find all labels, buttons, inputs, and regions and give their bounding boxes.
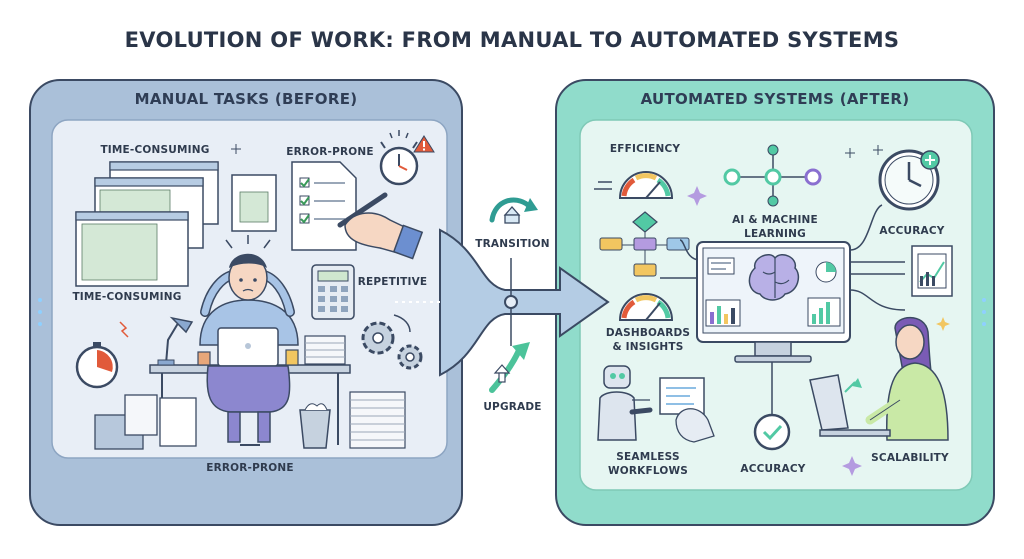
dashboard-gauge-icon bbox=[618, 293, 674, 321]
robot-icon bbox=[597, 365, 653, 441]
desk-lamp-icon bbox=[157, 316, 194, 366]
page-title: EVOLUTION OF WORK: FROM MANUAL TO AUTOMA… bbox=[124, 28, 900, 52]
paper-stack-icon bbox=[304, 335, 346, 365]
label-dashboards-line1: DASHBOARDS bbox=[605, 327, 691, 339]
workflow-document-icon bbox=[632, 377, 715, 443]
label-accuracy-top: ACCURACY bbox=[879, 225, 945, 237]
right-panel-heading: AUTOMATED SYSTEMS (AFTER) bbox=[640, 90, 910, 108]
hand-pen-icon bbox=[337, 192, 424, 260]
report-chart-icon bbox=[911, 245, 953, 297]
transition-arrow bbox=[395, 228, 610, 377]
label-error-prone-top: ERROR-PRONE bbox=[286, 146, 374, 158]
label-error-prone-bottom: ERROR-PRONE bbox=[206, 462, 294, 474]
checkmark-badge-icon bbox=[753, 362, 791, 451]
connector-lines bbox=[660, 204, 906, 311]
label-scalability: SCALABILITY bbox=[871, 452, 949, 464]
paper-pile-icon bbox=[349, 391, 406, 449]
sparkle-icon bbox=[231, 144, 241, 154]
trash-bin-icon bbox=[299, 403, 331, 449]
warning-icon bbox=[413, 135, 435, 153]
label-accuracy-bottom: ACCURACY bbox=[740, 463, 806, 475]
happy-worker-illustration bbox=[809, 316, 949, 441]
calculator-icon bbox=[311, 264, 355, 320]
stopwatch-icon bbox=[75, 321, 129, 389]
label-time-consuming-top: TIME-CONSUMING bbox=[100, 144, 210, 156]
document-icon bbox=[231, 174, 277, 232]
left-panel-heading: MANUAL TASKS (BEFORE) bbox=[134, 90, 358, 108]
file-boxes-icon bbox=[94, 394, 197, 450]
label-ai-machine-learning: AI & MACHINE LEARNING bbox=[732, 214, 818, 240]
flowchart-icon bbox=[599, 211, 690, 277]
label-efficiency: EFFICIENCY bbox=[609, 143, 681, 155]
cycle-icon bbox=[489, 197, 538, 224]
checklist-icon bbox=[291, 161, 357, 251]
efficiency-gauge-icon bbox=[594, 171, 674, 199]
desk-illustration bbox=[149, 327, 351, 446]
label-transition: TRANSITION bbox=[475, 238, 550, 250]
neural-network-icon bbox=[723, 144, 822, 207]
gears-icon bbox=[361, 314, 423, 370]
dashboard-monitor bbox=[696, 241, 851, 363]
label-workflows-line1: SEAMLESS bbox=[616, 451, 680, 463]
label-workflows-line2: WORKFLOWS bbox=[607, 465, 689, 477]
sparkle-icon bbox=[687, 145, 950, 476]
coffee-mug-icon bbox=[197, 349, 299, 366]
label-seamless-workflows: SEAMLESS WORKFLOWS bbox=[598, 450, 698, 478]
label-dashboards-line2: & INSIGHTS bbox=[612, 341, 684, 353]
label-repetitive: REPETITIVE bbox=[357, 276, 428, 288]
clock-icon bbox=[878, 149, 940, 211]
upgrade-arrow-icon bbox=[489, 342, 530, 393]
label-upgrade: UPGRADE bbox=[483, 401, 542, 413]
label-time-consuming-left: TIME-CONSUMING bbox=[72, 291, 182, 303]
spreadsheet-icon bbox=[75, 211, 189, 287]
alarm-clock-icon bbox=[379, 130, 419, 186]
label-dashboards: DASHBOARDS & INSIGHTS bbox=[598, 326, 698, 354]
